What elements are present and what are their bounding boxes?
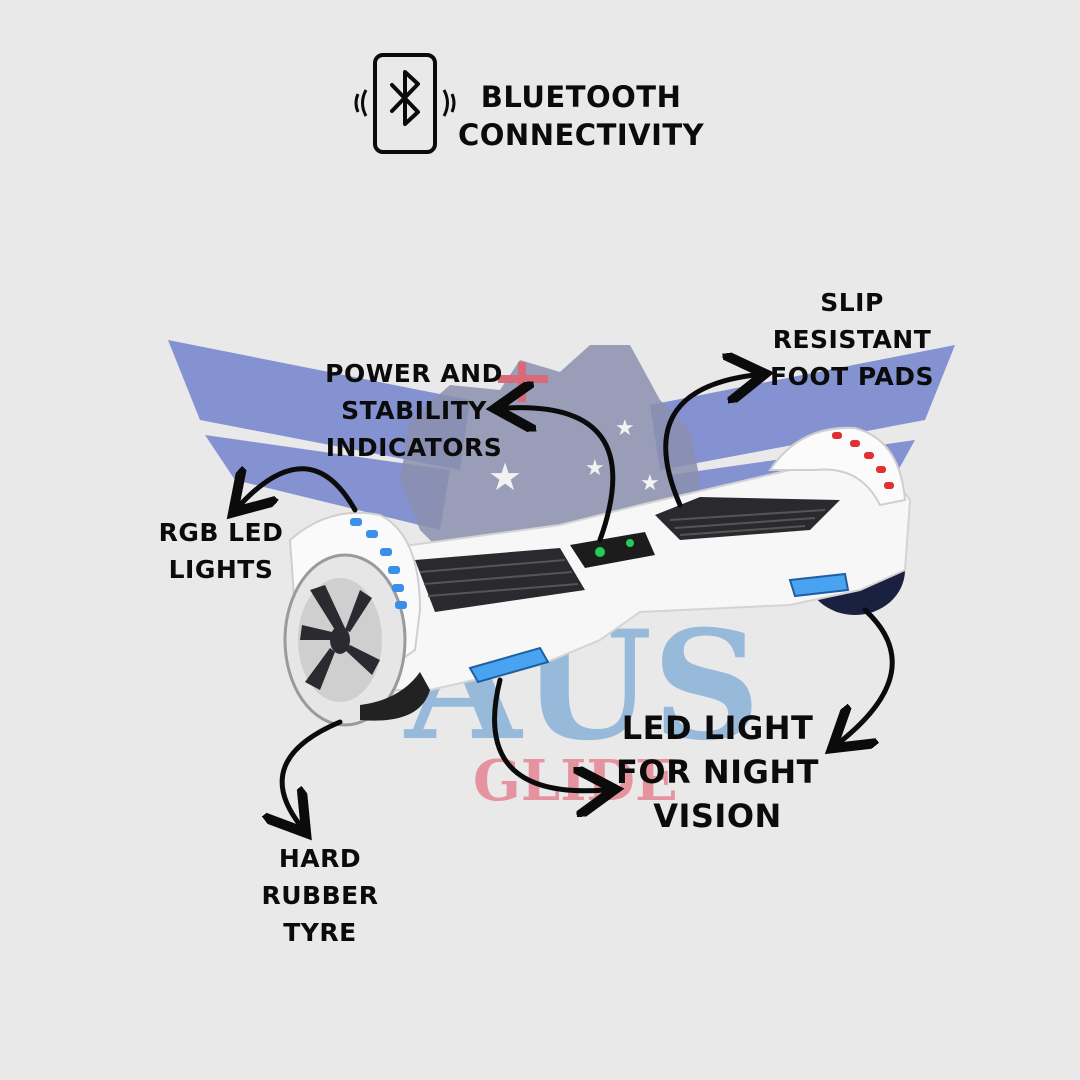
label-line: FOOT PADS	[770, 362, 934, 391]
arrow-rgb	[240, 469, 358, 510]
label-line: LED LIGHT	[621, 709, 814, 747]
logo-wing-left	[168, 340, 470, 470]
label-line: INDICATORS	[325, 433, 503, 462]
logo-star: ★	[488, 455, 522, 499]
logo-star: ★	[640, 471, 660, 496]
indicator-panel	[570, 532, 655, 568]
label-line: HARD	[278, 844, 362, 873]
label-line: RUBBER	[261, 881, 379, 910]
label-hard-rubber-tyre: HARD RUBBER TYRE	[250, 840, 390, 951]
label-led-night-vision: LED LIGHT FOR NIGHT VISION	[605, 706, 830, 838]
label-line: BLUETOOTH	[480, 80, 682, 114]
right-fender	[768, 426, 907, 507]
label-line: VISION	[653, 797, 782, 835]
arrow-led-rear	[840, 607, 895, 742]
right-foot-pad	[655, 497, 840, 540]
arrow-power	[505, 408, 616, 543]
label-line: TYRE	[283, 918, 357, 947]
label-line: FOR NIGHT	[616, 753, 819, 791]
label-line: POWER AND	[325, 359, 503, 388]
logo-wing-left-lower	[205, 435, 450, 530]
label-line: RESISTANT	[772, 325, 932, 354]
label-line: LIGHTS	[168, 555, 274, 584]
rear-led-strip	[832, 432, 894, 489]
label-bluetooth: BLUETOOTH CONNECTIVITY	[458, 78, 704, 154]
front-tyre	[360, 672, 430, 721]
rear-headlight	[788, 572, 850, 598]
bluetooth-icon	[354, 53, 456, 154]
logo-wing-right	[650, 345, 955, 470]
label-line: RGB LED	[158, 518, 284, 547]
label-power-stability: POWER AND STABILITY INDICATORS	[316, 355, 512, 466]
rgb-led-strip	[350, 518, 407, 609]
label-line: SLIP	[820, 288, 884, 317]
front-headlight	[468, 646, 550, 684]
label-line: STABILITY	[341, 396, 487, 425]
logo-star: ★	[585, 456, 605, 481]
logo-star: ★	[615, 416, 635, 441]
label-line: CONNECTIVITY	[458, 118, 705, 152]
arrow-led-front	[492, 677, 605, 791]
label-slip-resistant: SLIP RESISTANT FOOT PADS	[762, 284, 942, 395]
arrow-tyre	[282, 719, 343, 825]
left-foot-pad	[415, 548, 585, 612]
label-rgb-led: RGB LED LIGHTS	[156, 514, 286, 588]
arrow-slip	[663, 375, 755, 508]
